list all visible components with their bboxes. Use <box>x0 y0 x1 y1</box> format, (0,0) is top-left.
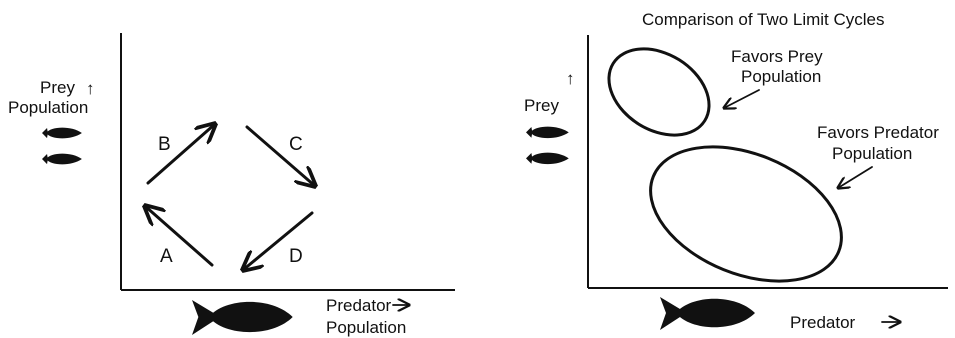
right-title: Comparison of Two Limit Cycles <box>642 10 885 29</box>
fish-icon <box>192 300 293 335</box>
fish-icon <box>526 152 569 165</box>
predator-favoring-cycle <box>649 145 843 283</box>
predator-cycle-pointer <box>838 166 873 188</box>
fish-icon <box>660 297 755 330</box>
prey-cycle-label-line2: Population <box>741 67 821 86</box>
phase-b-arrow <box>146 124 215 185</box>
phase-d-arrow <box>243 211 314 270</box>
phase-d-label: D <box>289 246 303 267</box>
prey-cycle-pointer <box>724 89 760 108</box>
phase-b-label: B <box>158 134 171 155</box>
prey-favoring-cycle <box>607 47 711 137</box>
right-x-label: Predator <box>790 313 856 332</box>
right-panel: Comparison of Two Limit Cycles ↑ Prey Fa… <box>524 10 948 332</box>
phase-a-label: A <box>160 246 173 267</box>
left-x-label-line2: Population <box>326 318 406 337</box>
phase-a-arrow <box>145 206 214 267</box>
predator-cycle-label-line1: Favors Predator <box>817 123 939 142</box>
left-y-label-line1: Prey <box>40 78 75 97</box>
phase-c-arrow <box>245 125 315 186</box>
prey-cycle-label-line1: Favors Prey <box>731 47 823 66</box>
right-y-label: Prey <box>524 96 559 115</box>
left-panel: Prey ↑ Population B C A D Predator Popul… <box>8 33 455 337</box>
right-y-arrow: ↑ <box>566 69 575 88</box>
left-y-arrow: ↑ <box>86 79 95 98</box>
fish-icon <box>526 126 569 139</box>
fish-icon <box>42 153 82 165</box>
phase-c-label: C <box>289 134 303 155</box>
left-x-label-line1: Predator <box>326 296 392 315</box>
fish-icon <box>42 127 82 139</box>
left-y-label-line2: Population <box>8 98 88 117</box>
predator-cycle-label-line2: Population <box>832 144 912 163</box>
